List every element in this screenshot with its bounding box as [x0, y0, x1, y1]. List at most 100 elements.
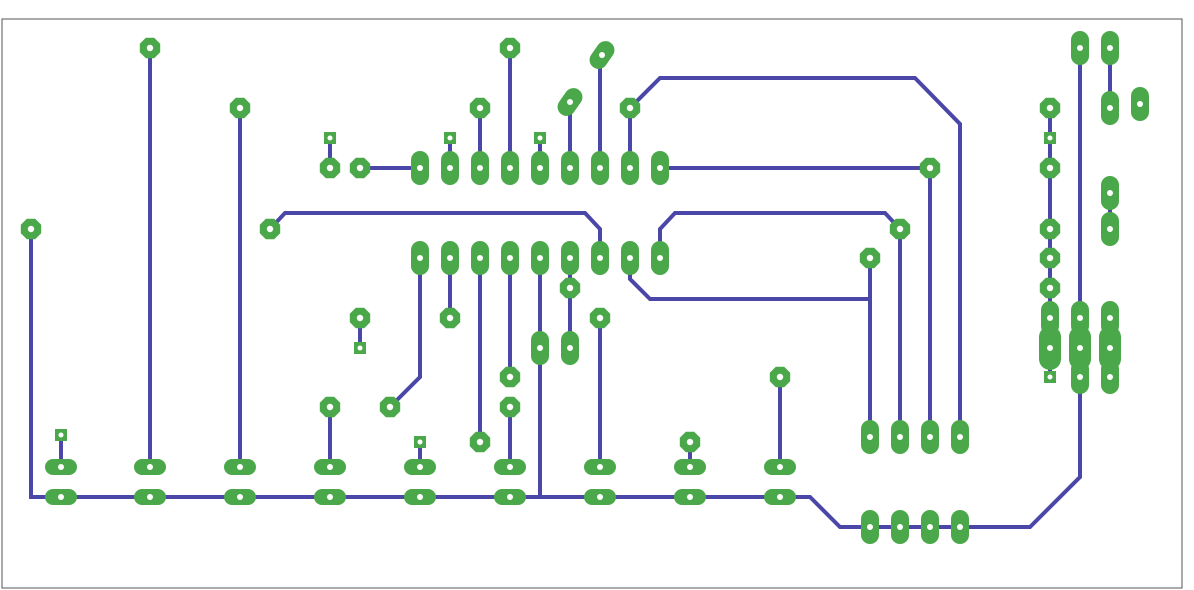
square-pad-icon	[354, 342, 366, 354]
square-pad-icon	[414, 436, 426, 448]
oval-pad-icon	[561, 331, 579, 365]
octagon-pad-icon	[1039, 218, 1061, 240]
octagon-pad-icon	[619, 97, 641, 119]
oval-pad-icon	[45, 489, 77, 505]
octagon-pad-icon	[859, 247, 881, 269]
oval-pad-icon	[1099, 326, 1121, 370]
oval-pad-icon	[1071, 301, 1089, 335]
oval-pad-icon	[621, 151, 639, 185]
trace-1	[29, 229, 61, 499]
octagon-pad-icon	[769, 366, 791, 388]
oval-pad-icon	[921, 510, 939, 544]
oval-pad-icon	[224, 459, 256, 475]
octagon-pad-icon	[469, 97, 491, 119]
oval-pad-icon	[224, 489, 256, 505]
octagon-pad-icon	[469, 431, 491, 453]
oval-pad-icon	[314, 489, 346, 505]
oval-pad-icon	[501, 241, 519, 275]
oval-pad-icon	[674, 489, 706, 505]
octagon-pad-icon	[20, 218, 42, 240]
oval-pad-icon	[531, 331, 549, 365]
oval-pad-icon	[134, 489, 166, 505]
octagon-pad-icon	[499, 37, 521, 59]
oval-pad-icon	[1069, 326, 1091, 370]
oval-pad-icon	[589, 41, 615, 69]
oval-pad-icon	[471, 241, 489, 275]
square-pad-icon	[55, 429, 67, 441]
oval-pad-icon	[531, 151, 549, 185]
oval-pad-icon	[1101, 212, 1119, 246]
octagon-pad-icon	[1039, 97, 1061, 119]
oval-pad-icon	[494, 459, 526, 475]
oval-pad-icon	[651, 241, 669, 275]
oval-pad-icon	[557, 88, 583, 116]
oval-pad-icon	[1101, 176, 1119, 210]
oval-pad-icon	[1101, 301, 1119, 335]
oval-pad-icon	[561, 241, 579, 275]
oval-pad-icon	[1041, 301, 1059, 335]
oval-pad-icon	[861, 420, 879, 454]
oval-pad-icon	[501, 151, 519, 185]
octagon-pad-icon	[349, 307, 371, 329]
octagon-pad-icon	[139, 37, 161, 59]
oval-pad-icon	[404, 459, 436, 475]
oval-pad-icon	[441, 241, 459, 275]
oval-pad-icon	[674, 459, 706, 475]
pads-layer	[20, 31, 1149, 544]
trace-24	[268, 211, 602, 258]
oval-pad-icon	[591, 151, 609, 185]
octagon-pad-icon	[589, 307, 611, 329]
octagon-pad-icon	[1039, 247, 1061, 269]
oval-pad-icon	[1101, 31, 1119, 65]
octagon-pad-icon	[1039, 277, 1061, 299]
octagon-pad-icon	[679, 431, 701, 453]
oval-pad-icon	[921, 420, 939, 454]
octagon-pad-icon	[229, 97, 251, 119]
square-pad-icon	[1044, 132, 1056, 144]
octagon-pad-icon	[439, 307, 461, 329]
octagon-pad-icon	[919, 157, 941, 179]
oval-pad-icon	[951, 420, 969, 454]
oval-pad-icon	[45, 459, 77, 475]
octagon-pad-icon	[319, 396, 341, 418]
oval-pad-icon	[1039, 326, 1061, 370]
trace-28	[388, 258, 422, 409]
oval-pad-icon	[591, 241, 609, 275]
trace-23	[660, 166, 932, 437]
oval-pad-icon	[561, 151, 579, 185]
octagon-pad-icon	[319, 157, 341, 179]
oval-pad-icon	[891, 510, 909, 544]
octagon-pad-icon	[379, 396, 401, 418]
oval-pad-icon	[764, 489, 796, 505]
oval-pad-icon	[861, 510, 879, 544]
oval-pad-icon	[531, 241, 549, 275]
square-pad-icon	[1044, 371, 1056, 383]
oval-pad-icon	[891, 420, 909, 454]
square-pad-icon	[324, 132, 336, 144]
board-outline	[1, 18, 1183, 589]
octagon-pad-icon	[499, 366, 521, 388]
oval-pad-icon	[314, 459, 346, 475]
oval-pad-icon	[411, 241, 429, 275]
oval-pad-icon	[1131, 87, 1149, 121]
octagon-pad-icon	[1039, 157, 1061, 179]
octagon-pad-icon	[499, 396, 521, 418]
trace-25	[658, 211, 902, 437]
oval-pad-icon	[764, 459, 796, 475]
octagon-pad-icon	[559, 277, 581, 299]
oval-pad-icon	[651, 151, 669, 185]
oval-pad-icon	[1101, 91, 1119, 125]
oval-pad-icon	[951, 510, 969, 544]
oval-pad-icon	[471, 151, 489, 185]
trace-22	[628, 76, 962, 437]
oval-pad-icon	[404, 489, 436, 505]
octagon-pad-icon	[889, 218, 911, 240]
octagon-pad-icon	[259, 218, 281, 240]
octagon-pad-icon	[349, 157, 371, 179]
oval-pad-icon	[621, 241, 639, 275]
square-pad-icon	[444, 132, 456, 144]
oval-pad-icon	[584, 489, 616, 505]
oval-pad-icon	[494, 489, 526, 505]
square-pad-icon	[534, 132, 546, 144]
